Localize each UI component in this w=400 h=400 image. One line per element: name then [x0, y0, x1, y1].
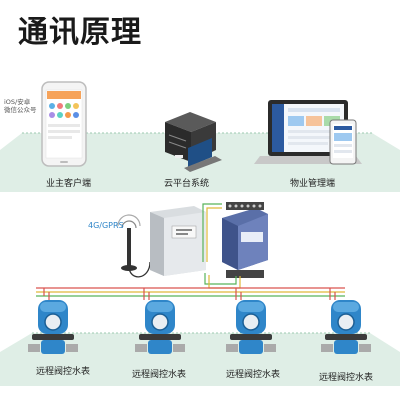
water-meter-icon-4 [321, 300, 371, 354]
gprs-gateway-device [150, 206, 206, 276]
phone-caption-line-1: iOS/安卓 [4, 98, 31, 106]
page-title: 通讯原理 [18, 15, 142, 50]
cloud-server-icon [165, 112, 222, 172]
meter-label-2: 远程阀控水表 [132, 370, 187, 380]
water-meter-icon-1 [28, 300, 78, 354]
water-meter-icon-2 [135, 300, 185, 354]
antenna-icon [117, 214, 151, 278]
meter-label-3: 远程阀控水表 [226, 370, 281, 380]
meter-label-1: 远程阀控水表 [36, 367, 91, 377]
cloud-platform-label: 云平台系统 [164, 179, 210, 189]
water-meter-icon-3 [226, 300, 276, 354]
phone-icon [41, 81, 87, 167]
laptop-icon [254, 100, 362, 164]
property-mgmt-label: 物业管理端 [290, 179, 336, 189]
tablet-icon [329, 119, 357, 165]
gprs-label: 4G/GPRS [88, 221, 124, 230]
wiring [36, 203, 345, 300]
phone-caption: iOS/安卓 微信公众号 [4, 98, 37, 114]
phone-caption-line-2: 微信公众号 [4, 106, 37, 115]
protocol-converter-device [222, 202, 268, 278]
meter-tier-band [0, 333, 400, 386]
meter-label-4: 远程阀控水表 [319, 373, 374, 383]
owner-client-label: 业主客户端 [46, 179, 92, 189]
